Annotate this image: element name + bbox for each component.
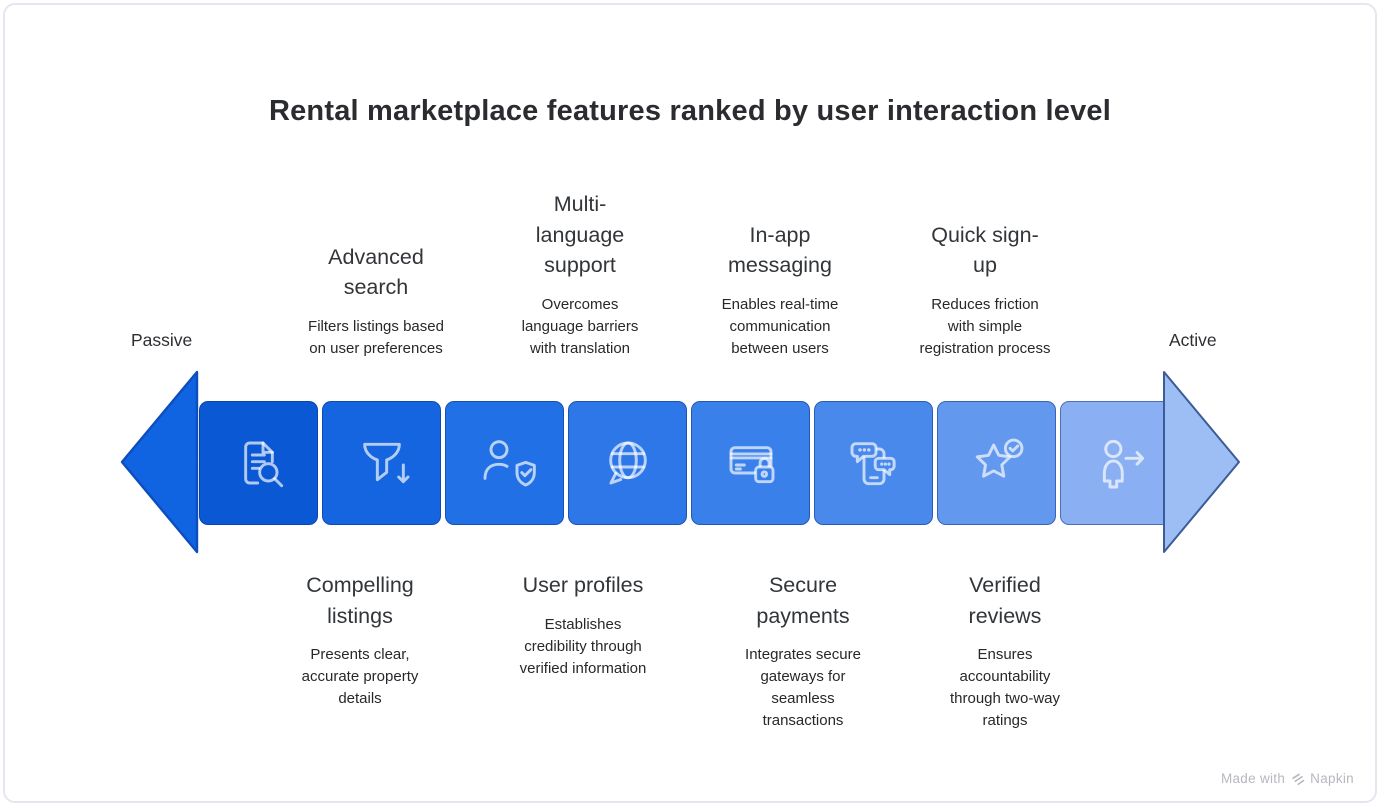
diagram-title: Rental marketplace features ranked by us… — [268, 95, 1112, 128]
feature-blocks-row — [199, 401, 1179, 525]
feature-heading: Multi- language support — [535, 192, 625, 278]
feature-block-in-app-messaging — [814, 401, 933, 525]
feature-heading: Quick sign- up — [931, 222, 1039, 278]
star-check-icon — [965, 431, 1029, 495]
feature-block-compelling-listings — [199, 401, 318, 525]
feature-heading: Secure payments — [756, 573, 850, 628]
active-axis-label: Active — [1169, 330, 1217, 350]
watermark-brand: Napkin — [1310, 771, 1354, 786]
feature-description: Enables real-time communication between … — [721, 295, 839, 357]
feature-quick-sign-up: Quick sign- up Reduces friction with simp… — [920, 220, 1051, 360]
feature-block-multi-language-support — [568, 401, 687, 525]
filter-funnel-icon — [350, 431, 414, 495]
napkin-logo-icon — [1292, 773, 1305, 785]
passive-axis-label: Passive — [131, 330, 193, 350]
feature-description: Filters listings based on user preferenc… — [308, 317, 444, 357]
feature-heading: In-app messaging — [728, 222, 832, 278]
feature-heading: Advanced search — [328, 244, 424, 300]
feature-heading: User profiles — [522, 573, 644, 597]
feature-description: Overcomes language barriers with transla… — [521, 295, 639, 357]
feature-description: Reduces friction with simple registratio… — [919, 295, 1051, 357]
document-search-icon — [227, 431, 291, 495]
signup-user-icon — [1088, 431, 1152, 495]
watermark-text: Made with — [1220, 771, 1286, 786]
feature-block-verified-reviews — [937, 401, 1056, 525]
feature-block-quick-sign-up — [1060, 401, 1179, 525]
napkin-watermark: Made with Napkin — [1221, 771, 1354, 786]
feature-block-secure-payments — [691, 401, 810, 525]
globe-language-icon — [596, 431, 660, 495]
left-arrowhead — [120, 370, 199, 554]
feature-block-user-profiles — [445, 401, 564, 525]
feature-heading: Verified reviews — [968, 573, 1042, 628]
feature-description: Establishes credibility through verified… — [519, 615, 647, 677]
feature-description: Presents clear, accurate property detail… — [301, 646, 419, 708]
right-arrowhead — [1163, 371, 1240, 553]
feature-description: Integrates secure gateways for seamless … — [745, 646, 861, 730]
feature-description: Ensures accountability through two-way r… — [949, 646, 1061, 730]
chat-phone-icon — [842, 431, 906, 495]
feature-heading: Compelling listings — [306, 573, 414, 628]
user-shield-icon — [473, 431, 537, 495]
payment-lock-icon — [719, 431, 783, 495]
feature-block-advanced-search — [322, 401, 441, 525]
